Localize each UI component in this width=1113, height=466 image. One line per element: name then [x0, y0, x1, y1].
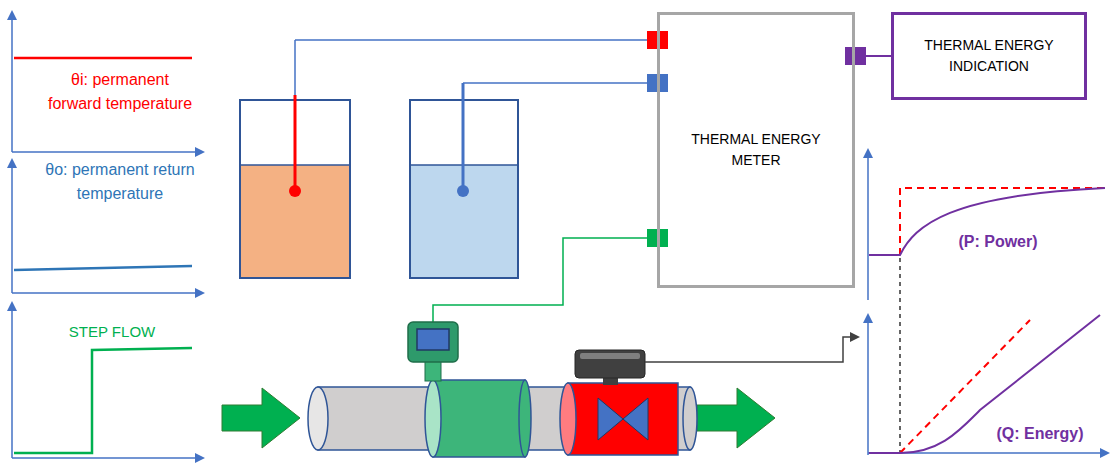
actuation-leader: [645, 337, 858, 362]
forward-sensor-wire: [295, 39, 657, 41]
flowmeter-flange: [519, 380, 531, 457]
actuator-highlight: [580, 353, 640, 359]
indication-box: THERMAL ENERGY INDICATION: [891, 12, 1087, 100]
valve-actuator: [575, 350, 645, 378]
x-axis: [12, 151, 203, 153]
box-text: THERMAL ENERGY INDICATION: [909, 35, 1069, 77]
flowmeter-neck: [425, 360, 441, 381]
y-axis: [867, 150, 869, 300]
temperature-probe: [294, 95, 297, 190]
pipe-end: [683, 387, 697, 450]
energy-curve: [869, 315, 1100, 453]
box-text: THERMAL ENERGY METER: [691, 129, 821, 171]
temperature-probe: [462, 83, 465, 190]
probe-tip: [289, 185, 301, 197]
flowmeter-body: [433, 380, 525, 457]
forward-temp-label: θi: permanent forward temperature: [45, 68, 195, 116]
forward-temp-graph: [12, 12, 203, 152]
power-label: (P: Power): [938, 232, 1058, 251]
step-time-marker: [899, 258, 900, 452]
flowmeter-head: [408, 322, 458, 362]
x-axis: [12, 457, 203, 459]
return-tank: [410, 83, 518, 278]
energy-label: (Q: Energy): [985, 424, 1095, 443]
sensor-wire: [294, 40, 296, 95]
step-flow-graph: [12, 303, 203, 458]
step-flow-line: [14, 348, 192, 453]
flowmeter-display: [417, 329, 449, 350]
flowmeter-symbol: [408, 322, 531, 457]
pipe-end: [308, 387, 328, 450]
power-curve: [869, 188, 1105, 255]
signal-connector: [855, 55, 891, 57]
forward-temp-line: [14, 57, 192, 60]
valve-disc: [623, 398, 648, 440]
valve-body: [568, 383, 678, 455]
power-graph: [868, 150, 1105, 300]
energy-graph: [868, 315, 1108, 455]
y-axis: [11, 12, 13, 152]
valve-flange: [560, 383, 576, 455]
step-flow-label: STEP FLOW: [62, 322, 162, 342]
meter-box: THERMAL ENERGY METER: [657, 12, 855, 288]
x-axis: [12, 292, 203, 294]
flow-arrow: [222, 388, 300, 448]
return-temp-label: θo: permanent return temperature: [45, 158, 195, 206]
return-temp-graph: [12, 160, 203, 293]
valve-disc: [598, 398, 623, 440]
y-axis: [11, 303, 13, 458]
probe-tip: [457, 185, 469, 197]
flow-signal-wire: [433, 238, 657, 322]
flowmeter-flange: [425, 380, 441, 457]
y-axis: [867, 315, 869, 455]
flow-arrow: [697, 388, 775, 448]
return-sensor-wire: [463, 82, 657, 84]
y-axis: [11, 160, 13, 293]
valve-symbol: [560, 350, 678, 455]
forward-tank: [240, 40, 350, 278]
return-temp-line: [14, 266, 192, 270]
